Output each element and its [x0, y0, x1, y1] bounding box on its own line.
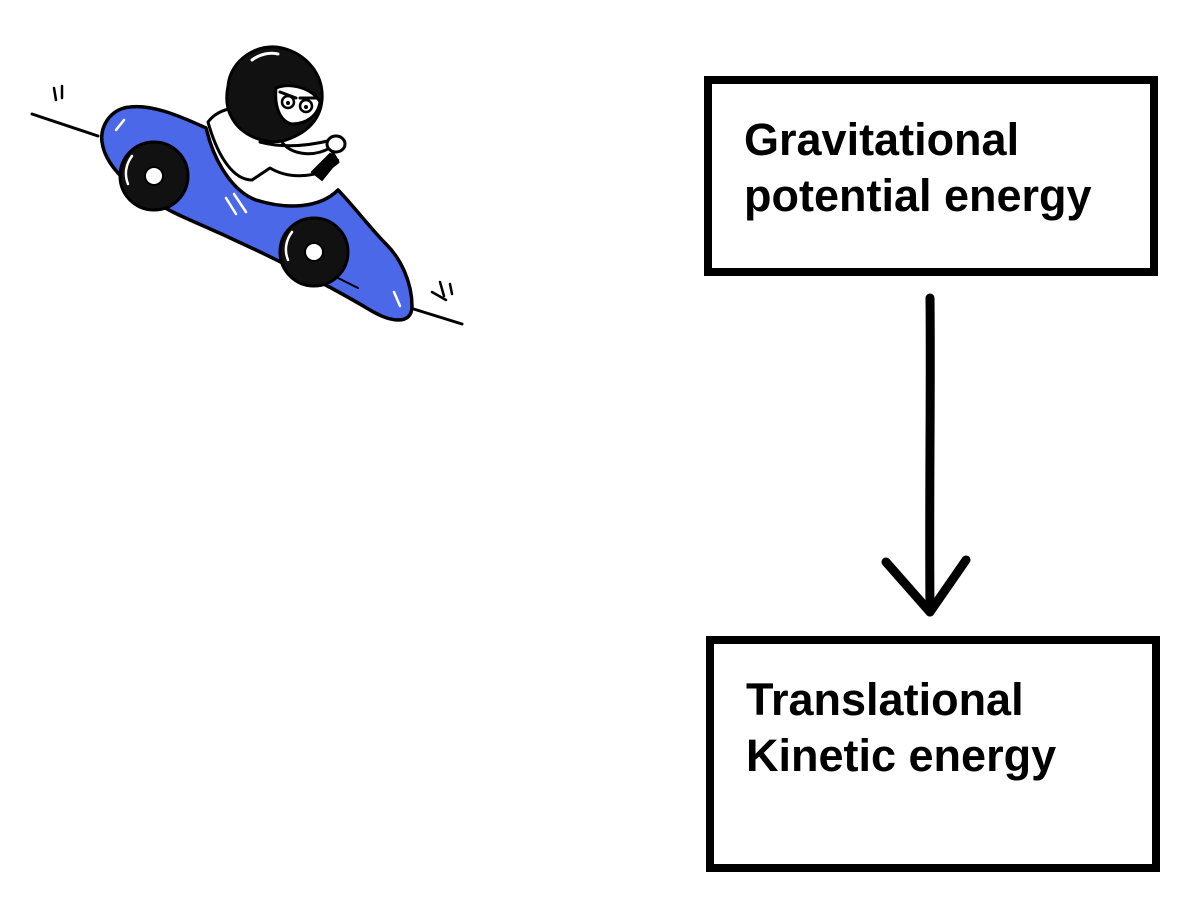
- source-box-line-2: potential energy: [744, 170, 1092, 221]
- go-kart-downhill-icon: [30, 45, 464, 326]
- driver-hand: [325, 134, 347, 154]
- slope-line-lower: [402, 304, 464, 326]
- arrow-head: [881, 555, 971, 617]
- steering-column: [310, 152, 340, 182]
- driver-arm: [258, 138, 334, 148]
- target-box-line-1: Translational: [746, 674, 1024, 725]
- slope-line-upper: [30, 112, 100, 138]
- source-box-line-1: Gravitational: [744, 114, 1020, 165]
- gravitational-potential-energy-box: Gravitational potential energy: [704, 76, 1158, 276]
- brow: [278, 90, 318, 100]
- helmet-shine: [250, 51, 280, 62]
- kart-highlight: [114, 118, 402, 308]
- translational-kinetic-energy-box: Translational Kinetic energy: [706, 636, 1160, 872]
- motion-mark-right: [430, 280, 454, 302]
- arrow-shaft: [925, 293, 935, 617]
- target-box-line-2: Kinetic energy: [746, 730, 1057, 781]
- motion-mark-left: [52, 84, 64, 102]
- arrow-down-icon: [881, 293, 971, 617]
